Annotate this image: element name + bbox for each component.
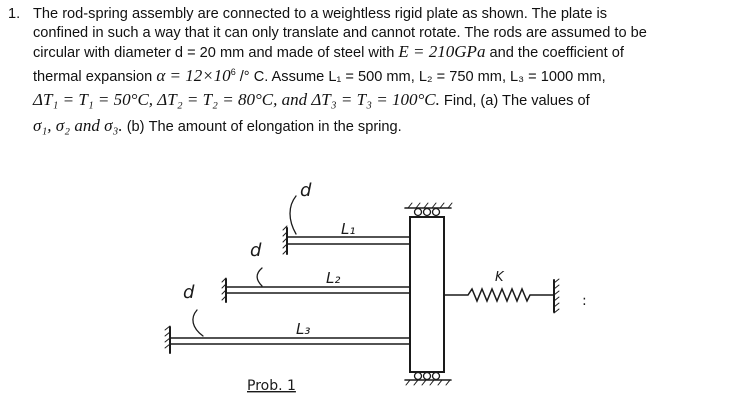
rod-3 bbox=[170, 337, 411, 345]
problem-line-5: ΔT₁ = T₁ = 50°C, ΔT₂ = T₂ = 80°C, and ΔT… bbox=[33, 90, 590, 111]
problem-line-4: thermal expansion α = 12×106 /° C. Assum… bbox=[33, 66, 606, 87]
and-word: and bbox=[277, 90, 312, 109]
leader-d1 bbox=[289, 195, 297, 235]
figure-caption: Prob. 1 bbox=[247, 378, 296, 394]
line-4-text-b: Assume L₁ = 500 mm, L₂ = 750 mm, L₃ = 10… bbox=[268, 69, 606, 85]
line-3-text-b: and the coefficient of bbox=[485, 45, 624, 61]
rod-1 bbox=[287, 236, 411, 245]
line-6-text-b: (b) The amount of elongation in the spri… bbox=[122, 119, 402, 135]
label-d2: d bbox=[250, 240, 262, 261]
alpha-expression: α = 12×10 bbox=[156, 66, 231, 85]
label-L1: L₁ bbox=[341, 220, 355, 238]
svg-text::: : bbox=[582, 293, 587, 309]
line-5-text-b: Find, (a) The values of bbox=[439, 93, 590, 109]
label-d3: d bbox=[183, 282, 195, 303]
bottom-roller-support bbox=[404, 371, 452, 386]
wall-3 bbox=[164, 325, 171, 354]
problem-line-6: σ₁, σ₂ and σ₃. (b) The amount of elongat… bbox=[33, 116, 402, 137]
problem-number: 1. bbox=[8, 6, 21, 22]
spring-wall bbox=[553, 278, 560, 314]
alpha-unit: /° C. bbox=[235, 69, 269, 85]
problem-line-1: The rod-spring assembly are connected to… bbox=[33, 6, 608, 22]
problem-line-2: confined in such a way that it can only … bbox=[33, 25, 647, 41]
delta-t3-expression: ΔT₃ = T₃ = 100°C. bbox=[311, 90, 440, 109]
line-4-text-a: thermal expansion bbox=[33, 69, 157, 85]
top-roller-support bbox=[404, 202, 453, 217]
label-k: K bbox=[495, 270, 505, 285]
leader-d2 bbox=[256, 267, 263, 287]
label-L3: L₃ bbox=[296, 320, 310, 338]
modulus-expression: E = 210GPa bbox=[398, 42, 486, 61]
delta-t-expressions: ΔT₁ = T₁ = 50°C, ΔT₂ = T₂ = 80°C, bbox=[33, 90, 278, 109]
leader-d3 bbox=[192, 309, 204, 337]
wall-2 bbox=[221, 277, 227, 303]
spring bbox=[443, 287, 554, 303]
sigma-expressions: σ₁, σ₂ and σ₃. bbox=[33, 116, 123, 135]
alpha-exponent: 6 bbox=[230, 67, 236, 78]
label-d1: d bbox=[300, 180, 312, 201]
rigid-plate bbox=[409, 216, 445, 373]
problem-line-3: circular with diameter d = 20 mm and mad… bbox=[33, 42, 624, 63]
line-3-text-a: circular with diameter d = 20 mm and mad… bbox=[33, 45, 399, 61]
label-L2: L₂ bbox=[326, 269, 340, 287]
rod-2 bbox=[226, 286, 411, 294]
wall-1 bbox=[282, 225, 288, 255]
